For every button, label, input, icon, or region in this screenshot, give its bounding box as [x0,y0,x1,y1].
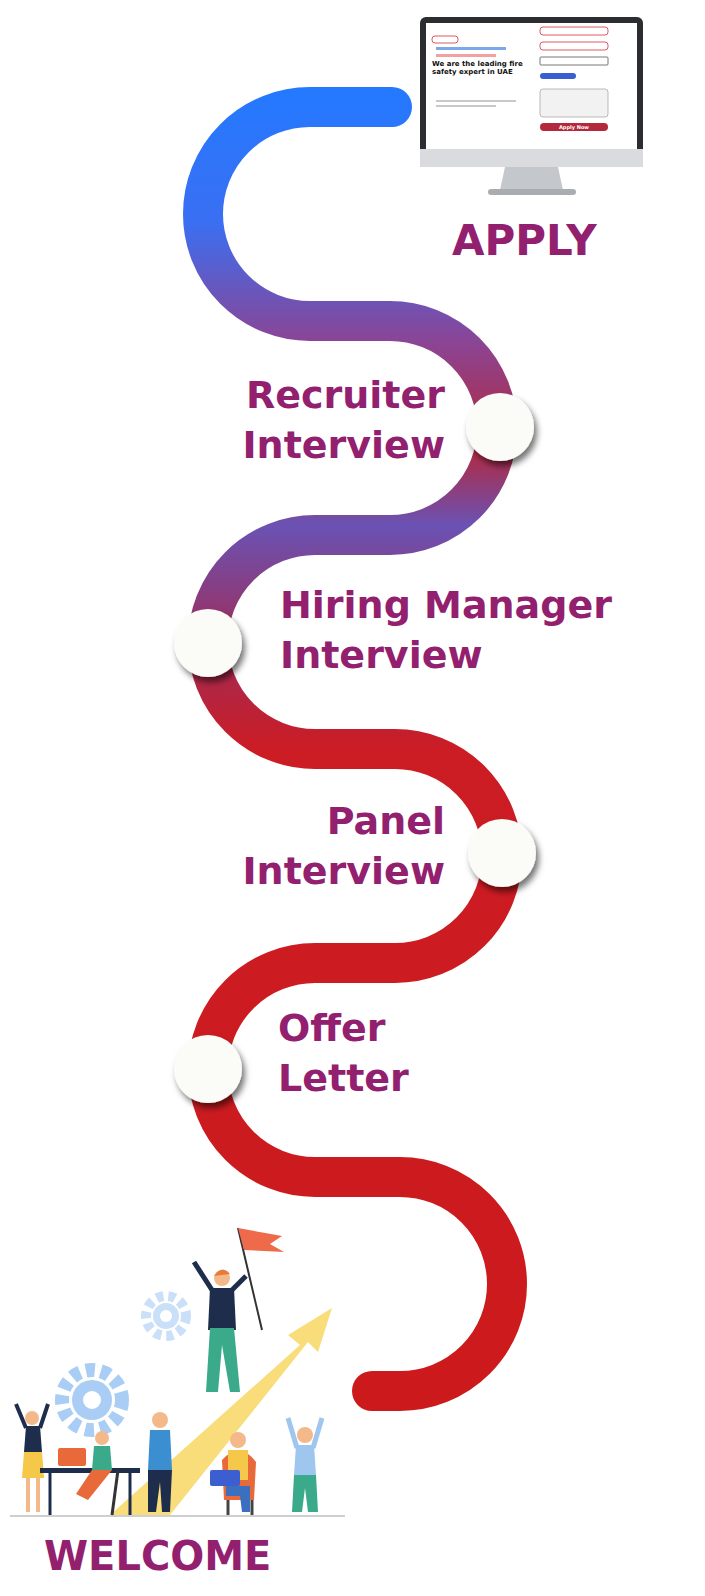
stage-label: Panel Interview [180,796,445,896]
team-illustration [10,1228,345,1516]
milestone-dots [174,393,536,1103]
stage-label: Hiring Manager Interview [280,580,690,680]
screen-button-text: Apply Now [540,124,608,131]
serpentine-path [203,107,507,1391]
welcome-label: WELCOME [44,1532,344,1580]
stage-label: APPLY [452,216,612,266]
stage-label: Recruiter Interview [180,370,445,470]
screen-headline: We are the leading fire safety expert in… [432,60,532,77]
stage-label: Offer Letter [278,1003,478,1103]
monitor-illustration [420,17,643,195]
